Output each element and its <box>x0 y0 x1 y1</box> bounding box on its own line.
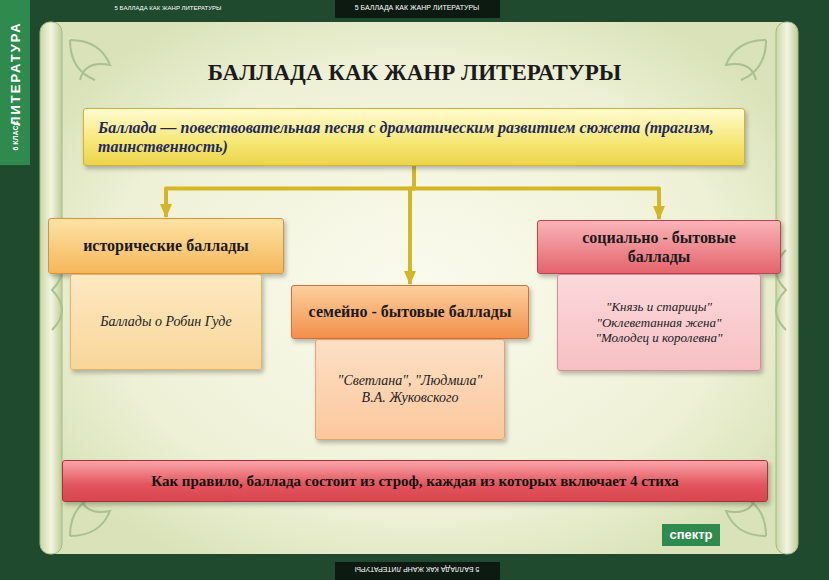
subject-label: 6 КЛАСС <box>12 106 19 166</box>
definition-box: Баллада — повествовательная песня с драм… <box>83 108 745 166</box>
connector-arrow <box>166 166 414 217</box>
ornament <box>52 40 786 536</box>
category-box: социально - бытовые баллады <box>537 220 781 274</box>
sheet-label: 5 БАЛЛАДА КАК ЖАНР ЛИТЕРАТУРЫ <box>342 566 492 573</box>
category-box: семейно - бытовые баллады <box>291 285 529 339</box>
top-band <box>335 0 500 18</box>
node-text: Как правило, баллада состоит из строф, к… <box>151 472 679 490</box>
logo-text: спектр <box>664 527 718 542</box>
node-text: Баллада — повествовательная песня с драм… <box>98 118 730 156</box>
note-band: Как правило, баллада состоит из строф, к… <box>62 460 768 502</box>
node-text: исторические баллады <box>83 236 249 255</box>
connector-arrow <box>414 166 659 219</box>
sheet-label: 5 БАЛЛАДА КАК ЖАНР ЛИТЕРАТУРЫ <box>88 5 248 11</box>
example-box: "Светлана", "Людмила" В.А. Жуковского <box>315 339 505 440</box>
node-text: "Светлана", "Людмила" В.А. Жуковского <box>332 373 488 407</box>
bottom-band <box>335 562 500 580</box>
node-text: социально - бытовые баллады <box>550 228 768 266</box>
sheet-label: 5 БАЛЛАДА КАК ЖАНР ЛИТЕРАТУРЫ <box>342 4 492 11</box>
logo-box <box>662 524 720 546</box>
parchment <box>48 22 788 554</box>
example-box: Баллады о Робин Гуде <box>70 274 262 370</box>
node-text: Баллады о Робин Гуде <box>100 314 232 331</box>
title: БАЛЛАДА КАК ЖАНР ЛИТЕРАТУРЫ <box>0 60 829 86</box>
category-box: исторические баллады <box>48 218 284 274</box>
scroll-roll <box>40 22 62 554</box>
example-box: "Князь и старицы" "Оклеветанная жена" "М… <box>557 274 761 371</box>
node-text: семейно - бытовые баллады <box>309 302 512 321</box>
node-text: "Князь и старицы" "Оклеветанная жена" "М… <box>572 299 746 346</box>
scroll-roll <box>776 22 798 554</box>
